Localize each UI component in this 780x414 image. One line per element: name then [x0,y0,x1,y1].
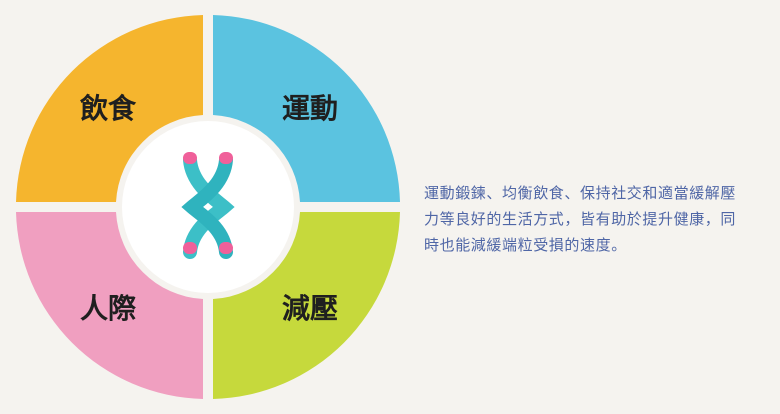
quadrant-stress-relief [213,212,400,399]
quadrant-exercise [213,15,400,202]
chromosome-icon [181,152,235,259]
label-exercise: 運動 [282,92,338,125]
quadrant-diet [16,15,203,202]
label-stress-relief: 減壓 [282,292,338,325]
description-line-1: 運動鍛鍊、均衡飲食、保持社交和適當緩解壓 [424,184,737,202]
label-social: 人際 [80,292,136,325]
center-circle [122,121,294,293]
lifestyle-wheel: 飲食 運動 人際 減壓 [16,15,400,399]
description-text: 運動鍛鍊、均衡飲食、保持社交和適當緩解壓 力等良好的生活方式，皆有助於提升健康，… [424,180,774,258]
quadrant-social [16,212,203,399]
description-line-2: 力等良好的生活方式，皆有助於提升健康，同 [424,210,737,228]
label-diet: 飲食 [80,92,137,125]
description-line-3: 時也能減緩端粒受損的速度。 [424,236,627,254]
